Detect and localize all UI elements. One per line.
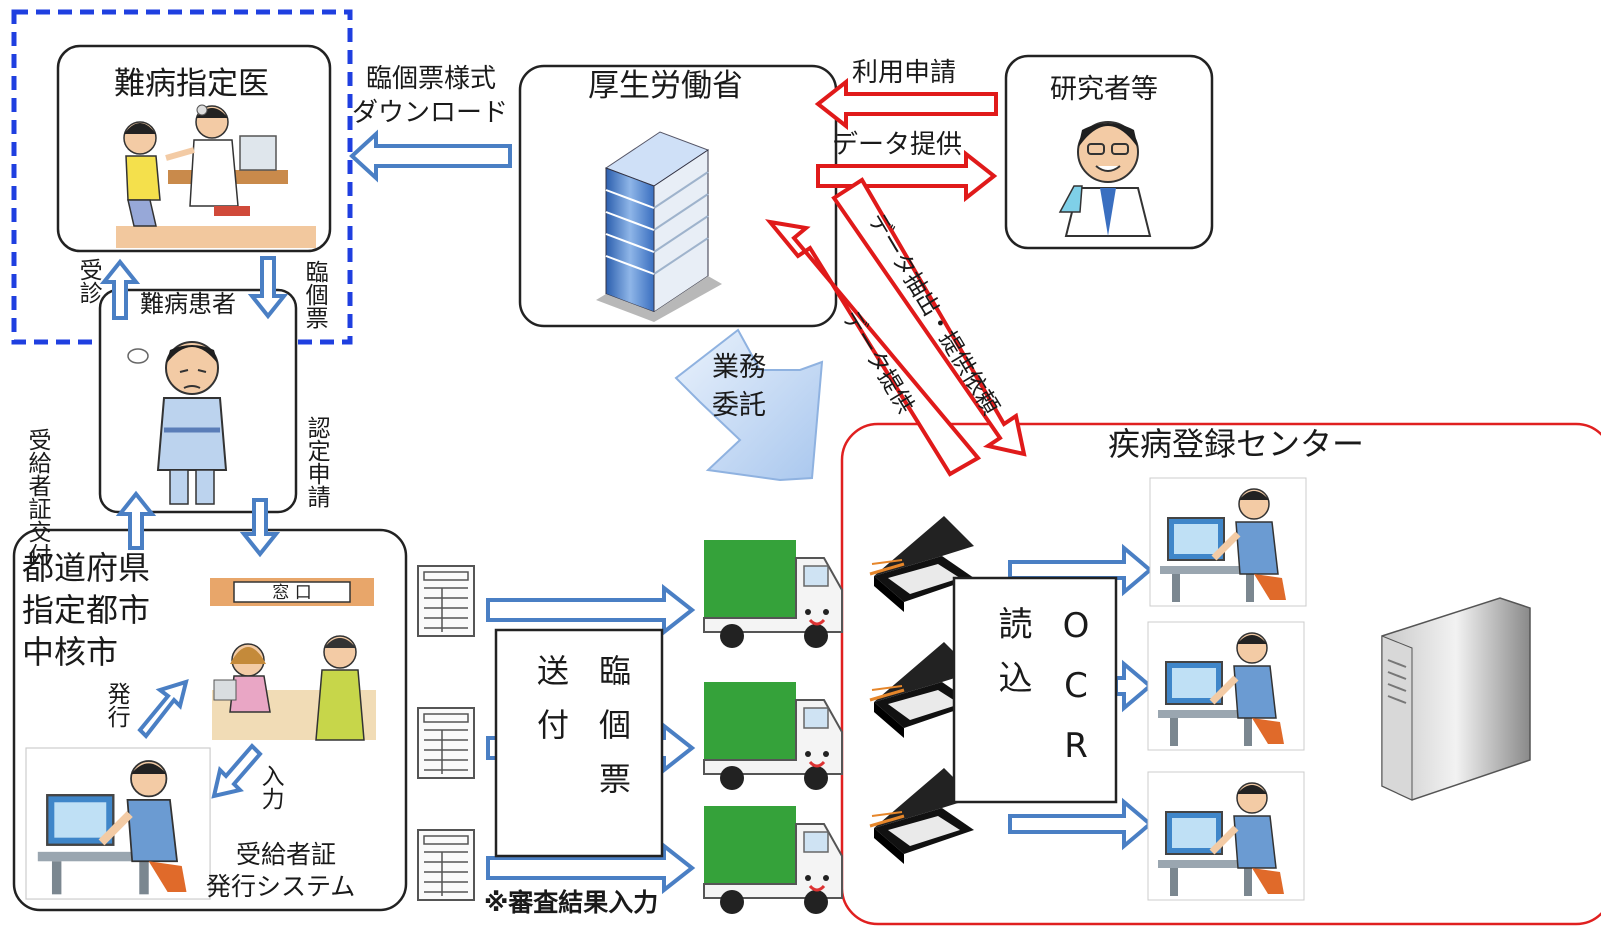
certificate-issue-label: 受給者証交付 [24, 428, 50, 566]
doctor-region-dashed-frame [11, 9, 353, 345]
usage-application-arrow [814, 77, 998, 131]
counter-staff-illustration [212, 635, 376, 741]
data-provision-label: データ提供 [832, 130, 963, 160]
researcher-title: 研究者等 [1050, 74, 1158, 105]
ocr-to-worker-arrows [1008, 543, 1154, 851]
issue-label: 発行 [103, 682, 130, 728]
outsourcing-arrow [674, 328, 824, 482]
center-data-provision-arrow [765, 219, 982, 477]
prefecture-line-3: 中核市 [22, 633, 119, 671]
send-form-label: 臨個票送付 [532, 654, 632, 816]
form-download-label-1: 臨個票様式 [366, 64, 497, 94]
database-server-illustration [1381, 597, 1531, 801]
consultation-label: 受診 [75, 258, 102, 304]
data-provision-arrow [816, 149, 998, 203]
prefecture-line-1: 都道府県 [22, 549, 151, 587]
registry-center-title: 疾病登録センター [1108, 425, 1365, 463]
delivery-truck-2 [702, 680, 844, 792]
patient-title: 難病患者 [140, 290, 236, 318]
clinical-form-doc-1 [417, 565, 475, 637]
designated-doctor-title: 難病指定医 [114, 66, 269, 102]
certification-apply-label: 認定申請 [303, 416, 330, 508]
researcher-illustration [1058, 121, 1152, 237]
registry-operator-2 [1148, 622, 1304, 750]
certificate-system-line-2: 発行システム [206, 872, 356, 901]
delivery-truck-1 [702, 538, 844, 650]
outsourcing-label-2: 委託 [712, 390, 766, 421]
doctor-consultation-illustration [116, 104, 316, 248]
extract-request-arrow [831, 177, 1027, 457]
form-download-label-2: ダウンロード [352, 98, 509, 128]
clinical-form-doc-3 [417, 829, 475, 901]
registry-operator-3 [1148, 772, 1304, 900]
prefecture-line-2: 指定都市 [22, 591, 151, 629]
window-sign [210, 578, 374, 606]
ocr-read-box[interactable] [952, 576, 1118, 804]
operator-computer-illustration [26, 748, 210, 899]
clinical-form-label: 臨個票 [301, 260, 328, 329]
registry-operator-1 [1150, 478, 1306, 606]
delivery-truck-3 [702, 804, 844, 916]
clinical-form-doc-2 [417, 707, 475, 779]
review-input-note: ※審査結果入力 [484, 888, 659, 917]
form-download-arrow [349, 129, 512, 183]
window-sign-text: 窓 口 [272, 583, 311, 603]
certificate-system-line-1: 受給者証 [236, 840, 337, 869]
patient-illustration [127, 341, 228, 505]
input-label: 入力 [257, 764, 284, 810]
patient-flow-arrows [99, 256, 289, 799]
usage-application-label: 利用申請 [852, 58, 957, 88]
outsourcing-label-1: 業務 [712, 352, 766, 383]
ministry-building-illustration [596, 131, 722, 322]
send-form-box[interactable] [494, 628, 664, 858]
ministry-title: 厚生労働省 [588, 68, 743, 104]
